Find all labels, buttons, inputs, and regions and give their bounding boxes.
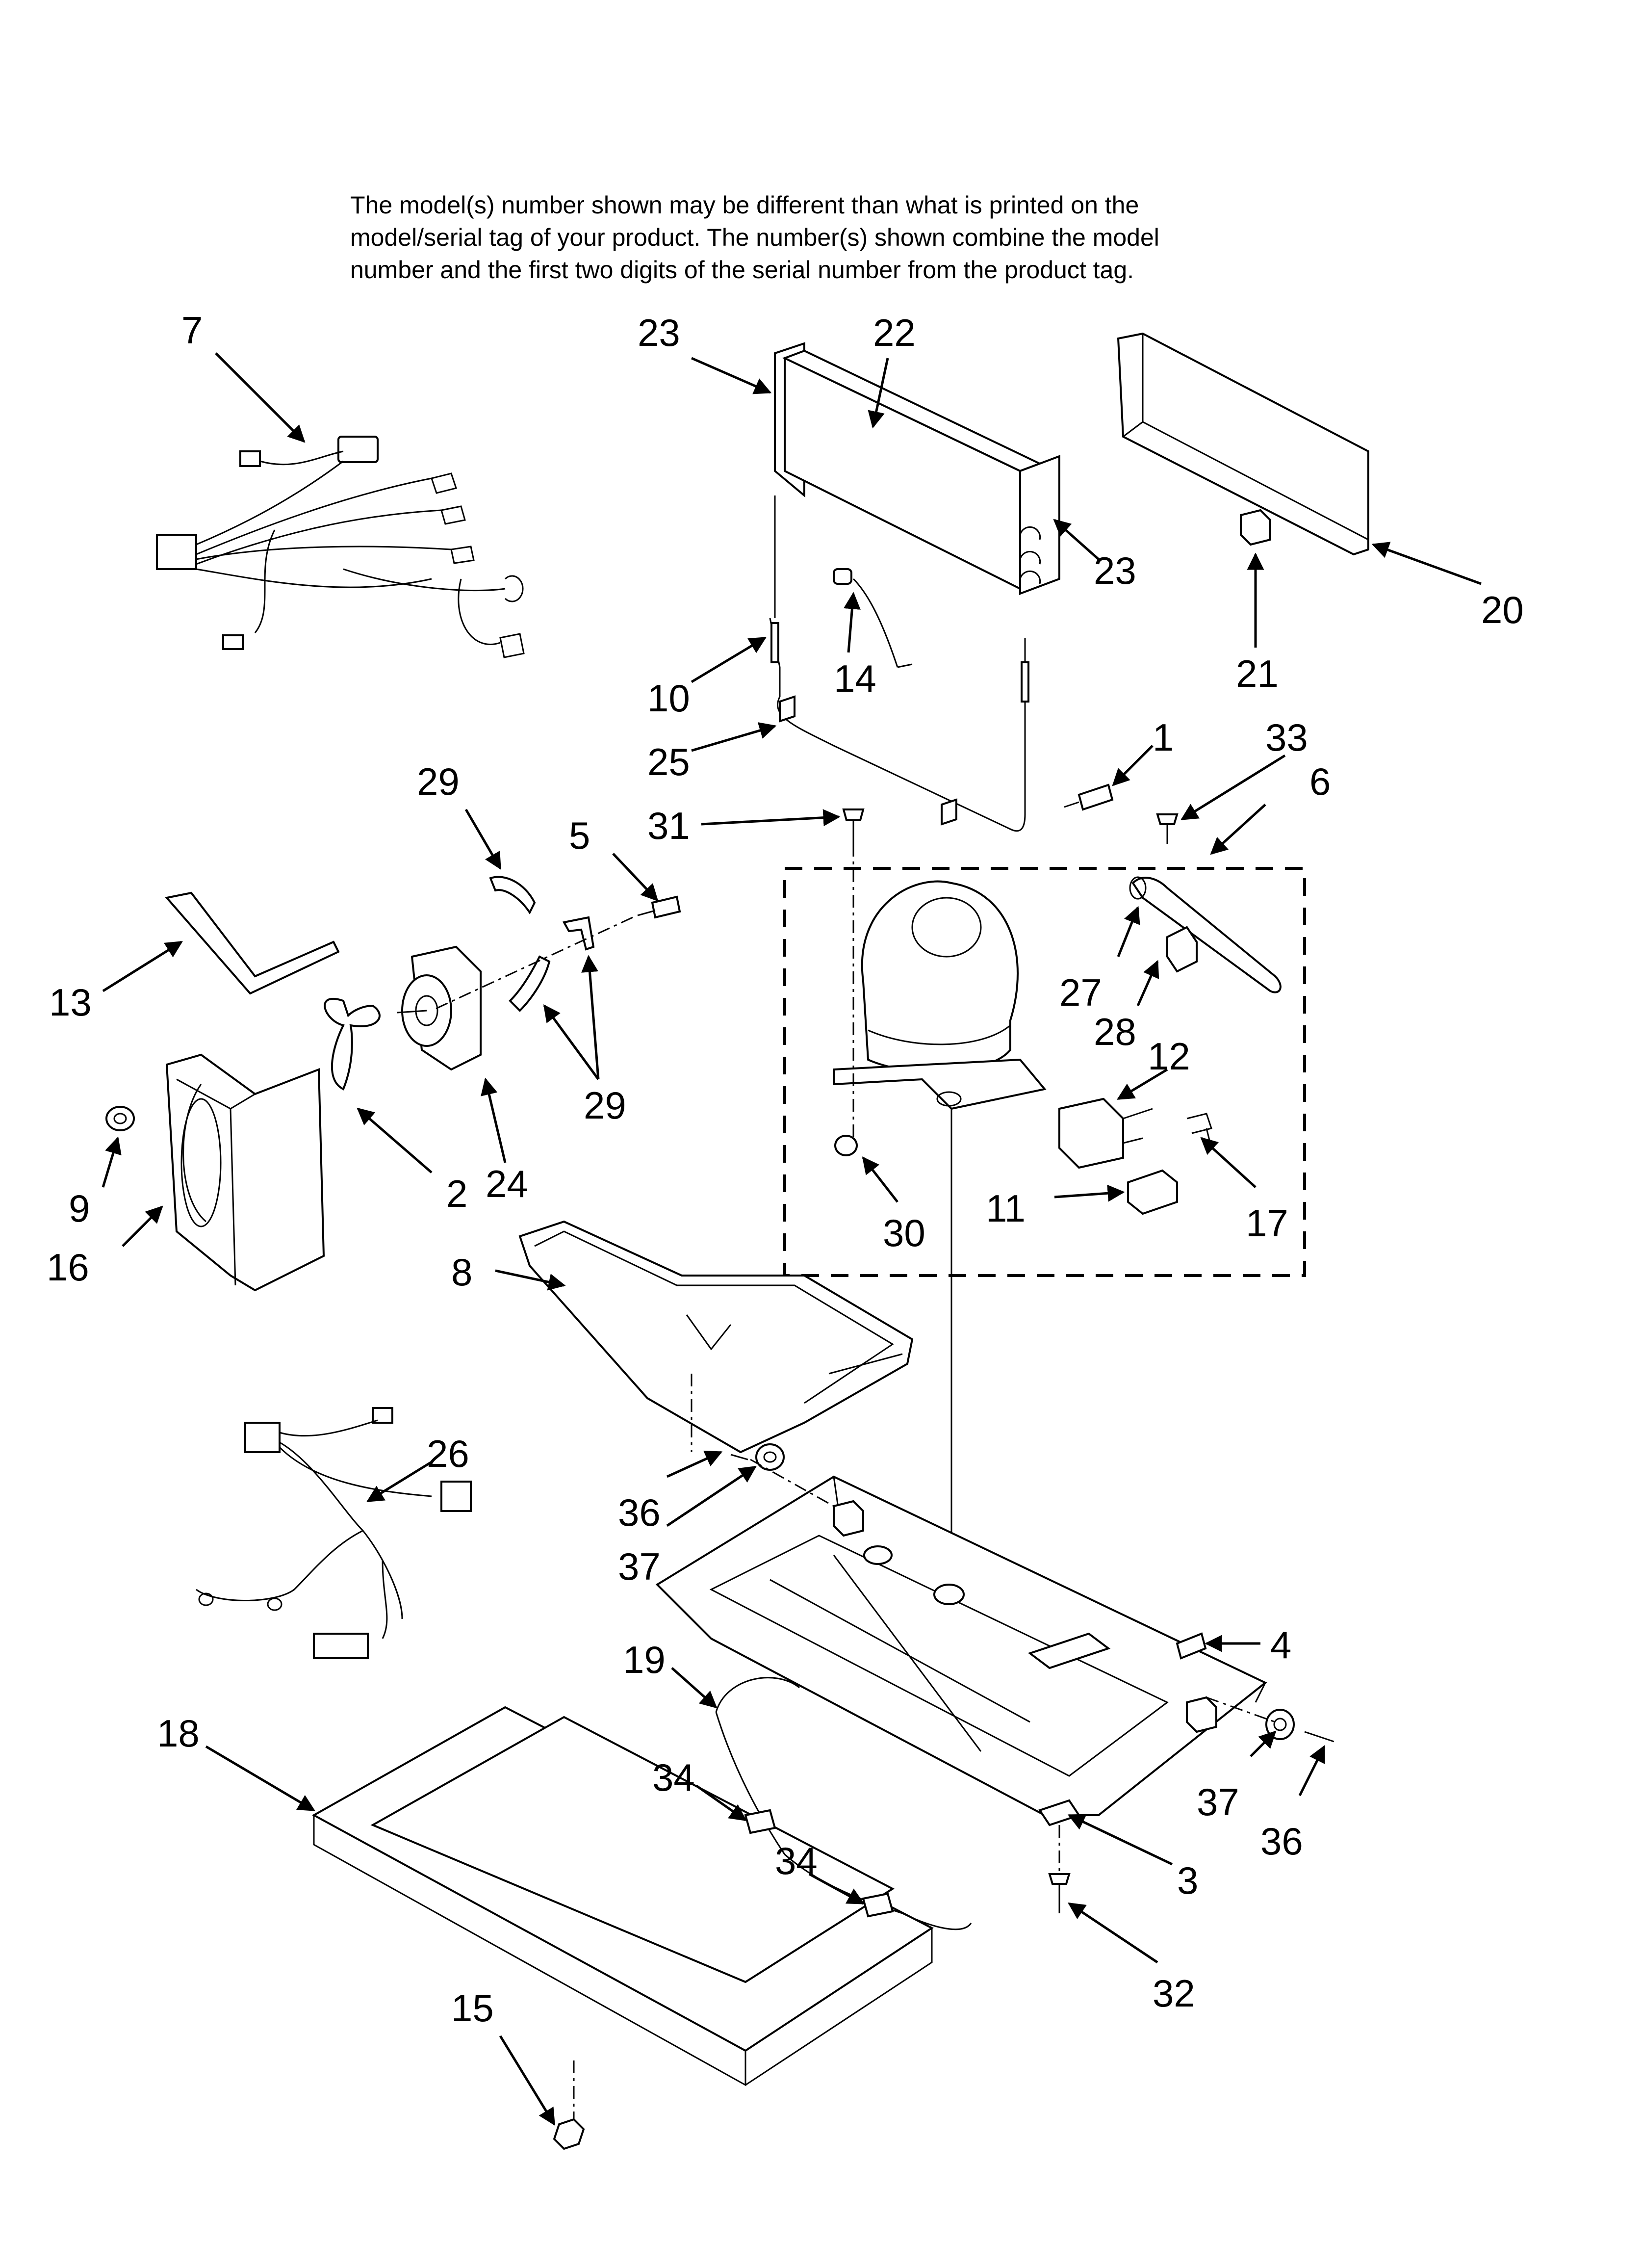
callout-31: 31 bbox=[647, 804, 690, 847]
callout-30: 30 bbox=[883, 1211, 925, 1254]
callout-29-top: 29 bbox=[417, 760, 460, 803]
callout-7: 7 bbox=[181, 309, 203, 352]
tube-clamp-upper bbox=[744, 1809, 776, 1834]
condenser-coil bbox=[311, 1706, 934, 2086]
screw-31 bbox=[842, 808, 865, 844]
callout-34-lower: 34 bbox=[775, 1839, 818, 1882]
callout-4: 4 bbox=[1270, 1623, 1291, 1667]
callout-6: 6 bbox=[1309, 760, 1331, 803]
callout-11: 11 bbox=[986, 1187, 1026, 1230]
base-grommet-left bbox=[755, 1443, 785, 1471]
leader-lines bbox=[102, 352, 1482, 2126]
fan-shroud bbox=[165, 1053, 325, 1292]
screw-1 bbox=[1064, 783, 1114, 811]
fan-blade bbox=[324, 997, 381, 1091]
screw-33 bbox=[1156, 813, 1179, 844]
gasket-strip bbox=[165, 891, 340, 995]
callout-34-upper: 34 bbox=[652, 1756, 695, 1799]
pin-right bbox=[1304, 1731, 1334, 1743]
callout-15: 15 bbox=[451, 1986, 494, 2030]
callout-20: 20 bbox=[1481, 588, 1524, 631]
defrost-thermistor bbox=[833, 568, 913, 668]
callout-19: 19 bbox=[623, 1638, 666, 1681]
callout-29-bottom: 29 bbox=[584, 1084, 626, 1127]
drain-cover bbox=[1117, 332, 1369, 556]
base-grommet-right bbox=[1265, 1709, 1295, 1740]
defrost-heater bbox=[769, 495, 1029, 832]
pin-left bbox=[730, 1454, 748, 1460]
callout-8: 8 bbox=[451, 1251, 472, 1294]
callout-1: 1 bbox=[1153, 716, 1174, 759]
callout-25: 25 bbox=[647, 740, 690, 783]
callout-2: 2 bbox=[446, 1172, 467, 1215]
callout-16: 16 bbox=[47, 1246, 89, 1289]
callout-27: 27 bbox=[1059, 971, 1102, 1014]
filter-drier bbox=[1129, 876, 1282, 993]
callout-22: 22 bbox=[873, 311, 916, 354]
tube-clips bbox=[489, 876, 595, 1012]
compressor bbox=[833, 880, 1047, 1110]
callout-10: 10 bbox=[647, 677, 690, 720]
grommet bbox=[105, 1106, 135, 1131]
wire-harness-lower bbox=[196, 1407, 472, 1659]
screw-32 bbox=[1048, 1873, 1071, 1913]
callout-3: 3 bbox=[1177, 1859, 1198, 1902]
compressor-grommet bbox=[834, 1135, 858, 1156]
compressor-kit-boundary bbox=[783, 867, 1306, 1277]
run-capacitor bbox=[1127, 1169, 1178, 1215]
callout-13: 13 bbox=[49, 981, 92, 1024]
evaporator-coil bbox=[774, 342, 1060, 595]
callout-labels: 7 23 22 23 20 21 14 10 25 1 33 6 31 29 5… bbox=[47, 309, 1524, 2030]
callout-5: 5 bbox=[569, 814, 590, 857]
callout-36-right: 36 bbox=[1260, 1820, 1303, 1863]
drain-pan bbox=[518, 1220, 914, 1454]
callout-23-top: 23 bbox=[638, 311, 680, 354]
callout-17: 17 bbox=[1246, 1201, 1288, 1245]
drain-clip bbox=[1240, 509, 1271, 546]
start-relay bbox=[1058, 1097, 1153, 1169]
callout-24: 24 bbox=[486, 1162, 528, 1205]
disclaimer-text: The model(s) number shown may be differe… bbox=[350, 191, 1159, 284]
callout-14: 14 bbox=[834, 657, 876, 700]
callout-26: 26 bbox=[427, 1432, 469, 1475]
callout-37-left: 37 bbox=[618, 1545, 661, 1588]
base-plate bbox=[655, 1475, 1267, 1816]
fan-motor bbox=[397, 945, 482, 1071]
callout-33: 33 bbox=[1265, 716, 1308, 759]
callout-23-right: 23 bbox=[1094, 549, 1136, 592]
wire-harness-main bbox=[156, 436, 525, 658]
callout-28: 28 bbox=[1094, 1010, 1136, 1053]
callout-18: 18 bbox=[157, 1712, 200, 1755]
callout-9: 9 bbox=[69, 1187, 90, 1230]
screw-5 bbox=[637, 895, 681, 919]
callout-21: 21 bbox=[1236, 652, 1279, 695]
callout-37-right: 37 bbox=[1197, 1780, 1239, 1824]
callout-32: 32 bbox=[1153, 1972, 1195, 2015]
callout-36-left: 36 bbox=[618, 1491, 661, 1534]
callout-12: 12 bbox=[1148, 1035, 1190, 1078]
tube-clamp-lower bbox=[862, 1892, 894, 1918]
drain-clip-15 bbox=[553, 2118, 585, 2150]
